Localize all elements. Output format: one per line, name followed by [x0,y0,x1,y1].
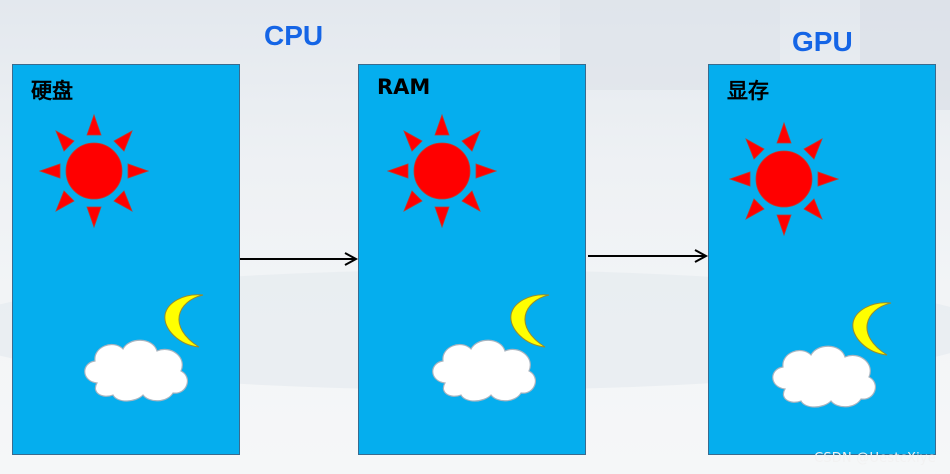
gpu-label: GPU [792,26,853,57]
moon-icon [852,302,892,356]
panel-title: 硬盘 [31,79,73,103]
panel-title: 显存 [727,79,769,103]
panel-title: RAM [377,75,431,99]
cloud-icon [772,345,877,408]
sun-icon [729,121,839,237]
panel-ram: RAM [358,64,586,455]
watermark: CSDN @UestcXiye [814,451,936,466]
moon-icon [164,294,204,348]
cloud-icon [432,339,537,402]
sun-icon [39,113,149,229]
moon-icon [510,294,550,348]
cpu-label: CPU [264,20,324,51]
panel-hard-disk: 硬盘 [12,64,240,455]
cloud-icon [84,339,189,402]
panel-vram: 显存 [708,64,936,455]
sun-icon [387,113,497,229]
